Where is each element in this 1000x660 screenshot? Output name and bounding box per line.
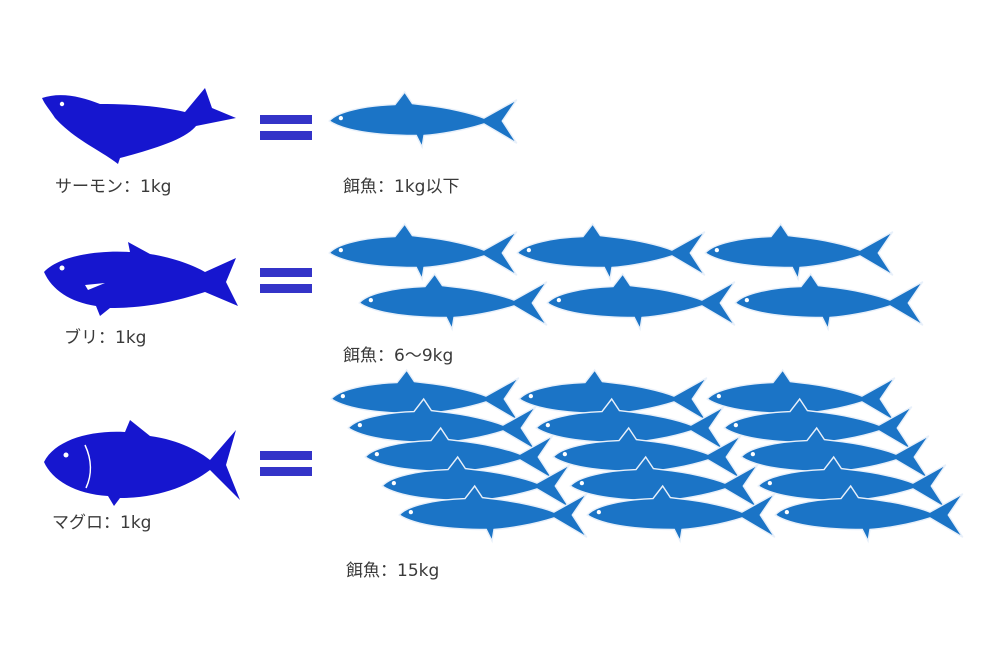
bait-fish-icon [546, 273, 736, 330]
yellowtail-bait-label: 餌魚：6〜9kg [343, 346, 454, 366]
salmon-icon [42, 88, 236, 164]
bait-fish-icon [734, 273, 924, 330]
bait-fish-icon [358, 273, 548, 330]
bait-fish-group [328, 91, 964, 542]
bait-fish-icon [328, 91, 518, 148]
bait-fish-icon [328, 223, 518, 280]
bait-fish-icon [516, 223, 706, 280]
salmon-bait-label: 餌魚：1kg以下 [343, 177, 460, 197]
yellowtail-icon [44, 242, 238, 316]
bait-fish-icon [704, 223, 894, 280]
yellowtail-label: ブリ：1kg [64, 328, 147, 348]
salmon-label: サーモン：1kg [55, 177, 172, 197]
tuna-label: マグロ：1kg [52, 513, 152, 533]
tuna-bait-label: 餌魚：15kg [346, 561, 440, 581]
equals-sign [260, 115, 312, 476]
tuna-icon [44, 420, 240, 506]
